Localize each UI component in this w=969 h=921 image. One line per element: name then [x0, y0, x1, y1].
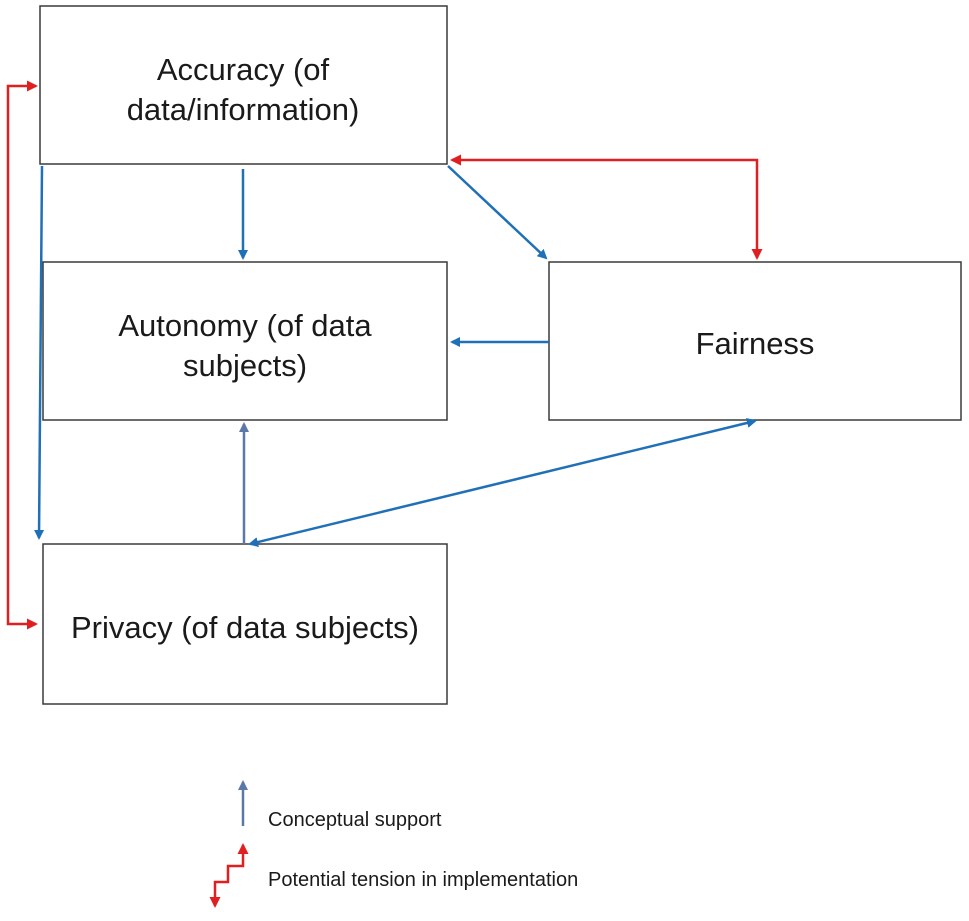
- node-fairness-box: [548, 261, 962, 421]
- edge-privacy-fairness: [248, 418, 757, 547]
- edge-accuracy-to-fairness: [447, 165, 548, 260]
- legend-tension-arrow-icon: [209, 843, 249, 908]
- node-accuracy-label-line2: data/information): [127, 92, 360, 127]
- edge-tension-accuracy-fairness: [450, 154, 763, 260]
- edge-tension-accuracy-privacy: [6, 80, 38, 630]
- legend-tension-label: Potential tension in implementation: [268, 869, 578, 891]
- node-autonomy-box: [42, 261, 448, 421]
- legend-support-label: Conceptual support: [268, 809, 442, 831]
- node-accuracy-label-line1: Accuracy (of: [157, 52, 330, 87]
- node-privacy-box: [42, 543, 448, 705]
- node-privacy-label: Privacy (of data subjects): [71, 610, 419, 645]
- node-autonomy-label-line1: Autonomy (of data: [118, 308, 372, 343]
- legend: Conceptual support Potential tension in …: [209, 780, 578, 908]
- node-fairness-label: Fairness: [696, 326, 815, 361]
- edge-accuracy-to-privacy: [34, 165, 45, 540]
- node-accuracy-box: [39, 5, 448, 165]
- node-autonomy-label-line2: subjects): [183, 348, 307, 383]
